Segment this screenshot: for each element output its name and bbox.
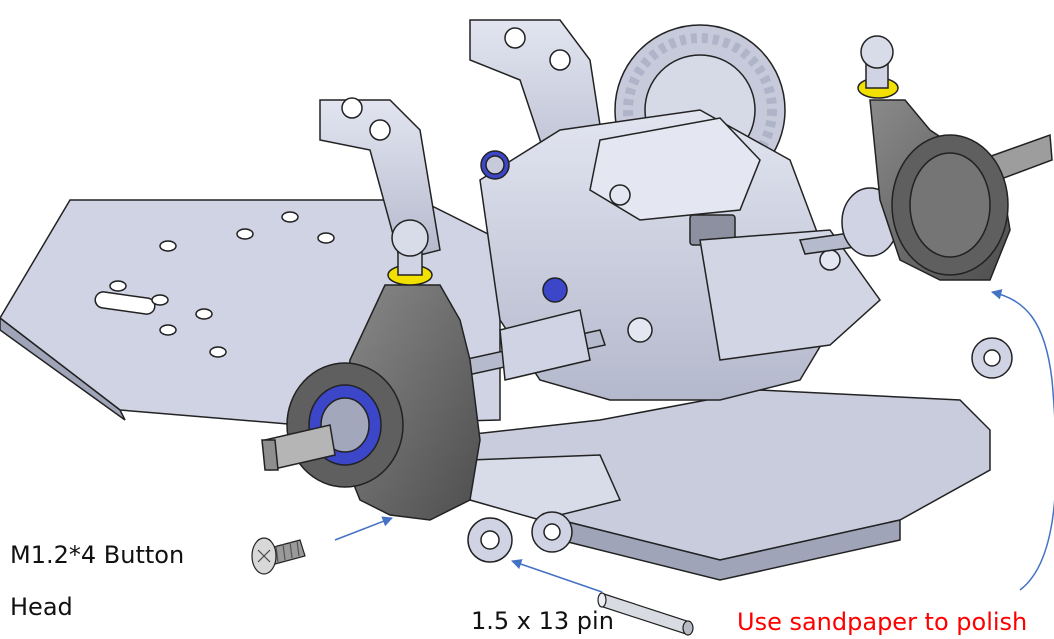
lower-chassis: [419, 337, 1013, 581]
pin-icon: [597, 592, 694, 636]
left-hub-carrier: [261, 219, 481, 521]
screw-icon: [251, 537, 306, 575]
pin-label: 1.5 x 13 pin: [471, 607, 614, 635]
right-hub-carrier: [857, 35, 1011, 281]
leader-lines: [334, 289, 1054, 593]
screw-label-line-1: M1.2*4 Button: [10, 541, 185, 569]
polish-leader-curve: [990, 289, 1054, 591]
pin-leader-line: [511, 559, 603, 593]
screw-leader-line: [334, 516, 393, 541]
drive-axle: [439, 133, 1053, 381]
polish-note: Use sandpaper to polish: [737, 608, 1028, 636]
screw-label-line-2: Head: [10, 593, 73, 621]
